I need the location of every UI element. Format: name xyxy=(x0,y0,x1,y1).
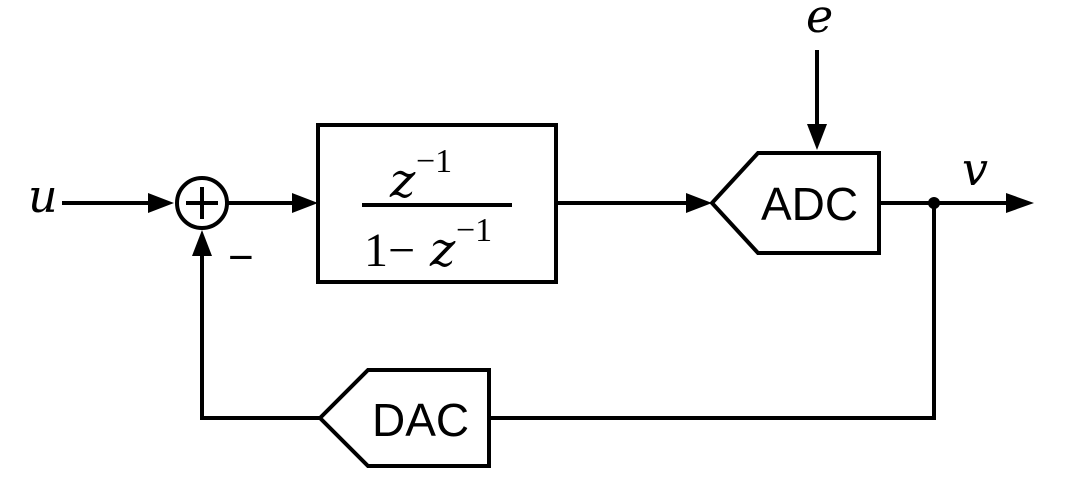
denominator-prefix: 1− xyxy=(364,224,415,277)
input-arrowhead xyxy=(148,193,174,213)
denominator-z: z xyxy=(429,222,456,278)
minus-sign-label: − xyxy=(228,233,254,282)
summing-junction xyxy=(175,176,229,230)
dac-label: DAC xyxy=(372,394,469,446)
filter-input-arrowhead xyxy=(292,193,318,213)
input-signal-label: u xyxy=(28,169,58,223)
output-signal-label: v xyxy=(962,142,988,196)
feedback-wire-right xyxy=(489,203,936,420)
dac-block xyxy=(317,368,491,468)
adc-label: ADC xyxy=(761,178,858,230)
adc-input-arrowhead xyxy=(686,193,712,213)
noise-signal-label: e xyxy=(806,0,833,43)
denominator-exponent: −1 xyxy=(456,212,492,249)
numerator-exponent: −1 xyxy=(416,143,452,180)
numerator-z: z xyxy=(389,153,416,209)
feedback-wire-left xyxy=(200,252,320,420)
noise-arrowhead xyxy=(807,124,827,150)
feedback-arrowhead xyxy=(192,230,212,256)
output-arrowhead xyxy=(1006,193,1034,213)
